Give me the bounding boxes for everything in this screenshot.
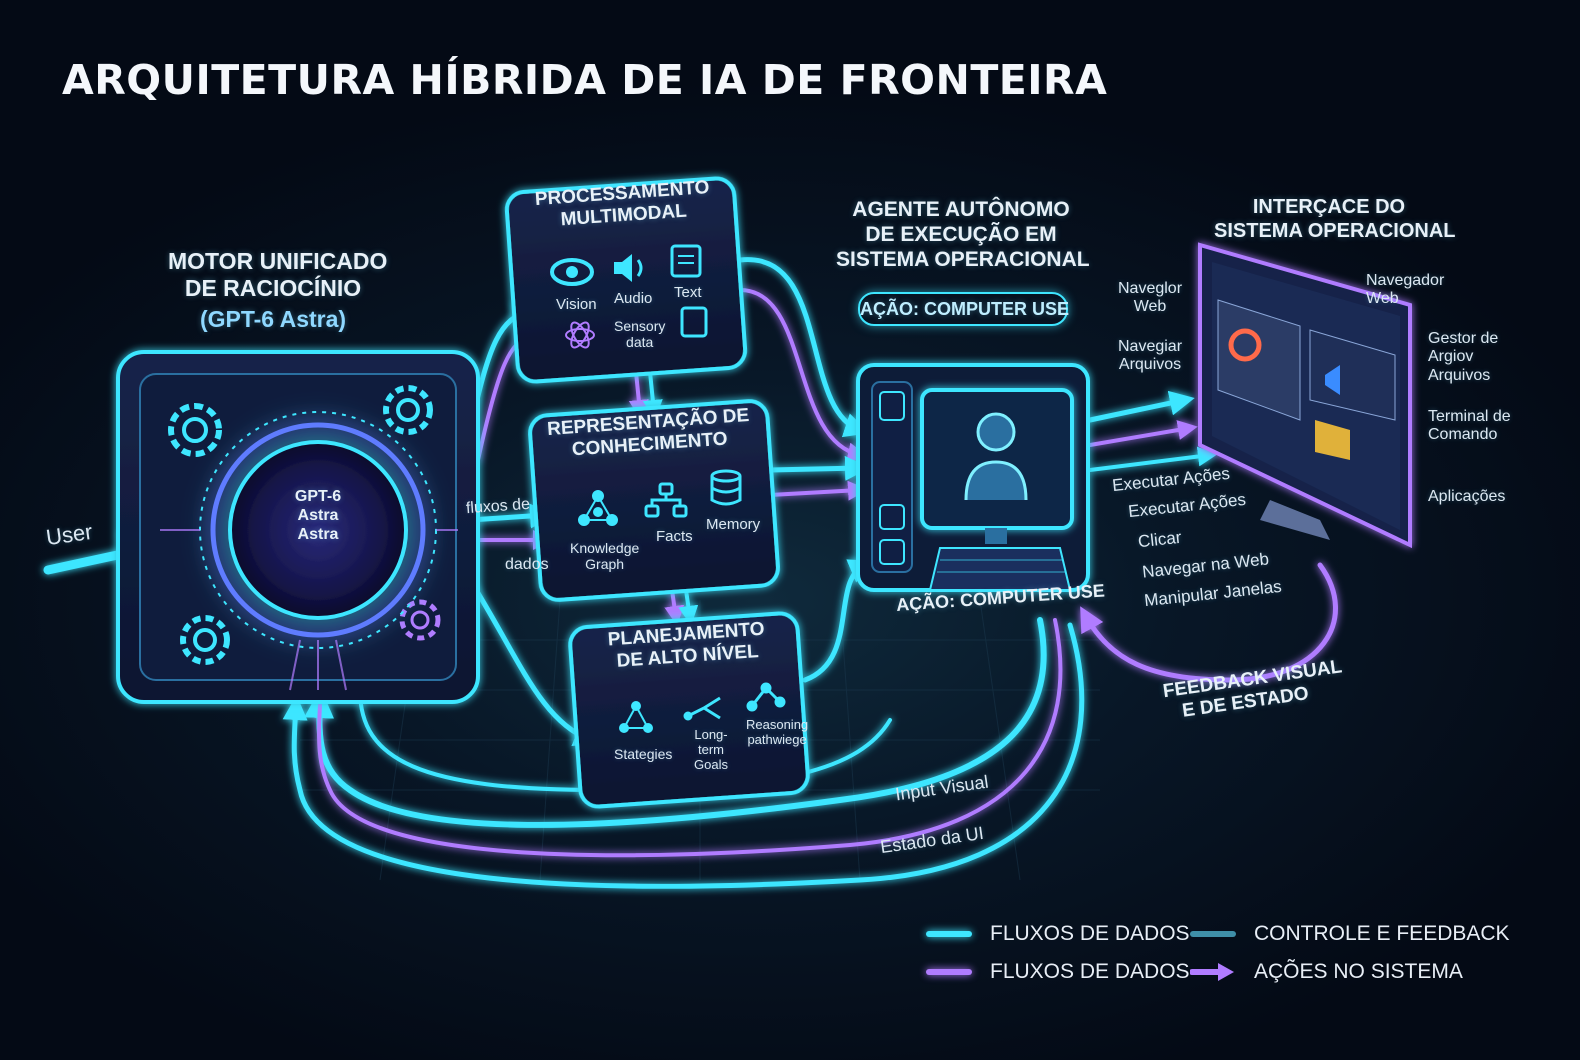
tree-icon	[644, 482, 688, 518]
flow-engine-to-planning	[467, 577, 600, 747]
multimodal-item-sensory: Sensory data	[614, 318, 666, 351]
legend-label: FLUXOS DE DADOS	[990, 922, 1190, 945]
flow-knowledge-to-agent-violet	[768, 480, 868, 501]
os-label-right: Navegador Web	[1366, 272, 1445, 308]
page-title: ARQUITETURA HÍBRIDA DE IA DE FRONTEIRA	[62, 56, 1108, 104]
os-label-right: Terminal de Comando	[1428, 408, 1511, 444]
gear-icon	[180, 615, 230, 665]
flow-knowledge-to-planning-2	[678, 588, 699, 626]
engine-core-label: GPT-6 Astra Astra	[294, 488, 342, 543]
legend-item: FLUXOS DE DADOS	[926, 922, 1190, 946]
flow-multimodal-to-agent-violet	[738, 288, 868, 463]
os-label-left: Navegiar Arquivos	[1118, 338, 1183, 374]
flow-engine-to-knowledge	[467, 503, 555, 529]
agent-badge: AÇÃO: COMPUTER USE	[858, 292, 1069, 326]
os-title: INTERÇACE DO SISTEMA OPERACIONAL	[1214, 196, 1456, 242]
atom-icon	[565, 321, 595, 349]
database-icon	[710, 469, 742, 506]
flow-multimodal-to-knowledge	[628, 370, 649, 420]
knowledge-panel	[528, 399, 780, 602]
planning-item-strategies: Stategies	[614, 746, 673, 762]
text-document-icon	[670, 244, 702, 278]
legend-item: AÇÕES NO SISTEMA	[1190, 960, 1463, 984]
legend-swatch	[926, 931, 972, 937]
flow-planning-to-agent	[802, 559, 875, 683]
flow-knowledge-to-agent	[767, 455, 870, 481]
feedback-loop-input-visual	[304, 617, 1047, 828]
legend-label: CONTROLE E FEEDBACK	[1254, 922, 1510, 945]
planning-item-goals: Long- term Goals	[694, 727, 728, 772]
multimodal-item-text: Text	[674, 284, 702, 301]
engine-title: MOTOR UNIFICADO DE RACIOCÍNIO	[168, 248, 388, 302]
sensor-document-icon	[680, 306, 708, 338]
os-label-right: Aplicações	[1428, 488, 1506, 505]
flow-label-bottom: dados	[505, 556, 549, 573]
feedback-loop-violet	[317, 618, 1063, 858]
flow-multimodal-to-knowledge-2	[642, 370, 663, 420]
agent-computer	[856, 363, 1090, 592]
os-monitor	[1198, 242, 1412, 549]
legend-label: AÇÕES NO SISTEMA	[1254, 960, 1463, 983]
gear-icon	[399, 599, 441, 641]
legend-swatch	[1190, 931, 1236, 937]
knowledge-item-memory: Memory	[706, 516, 761, 533]
flow-knowledge-to-planning	[664, 588, 685, 626]
gear-icon	[383, 385, 433, 435]
planning-panel	[568, 611, 810, 809]
legend-item: CONTROLE E FEEDBACK	[1190, 922, 1510, 946]
path-nodes-icon	[746, 682, 786, 712]
network-graph-icon	[578, 490, 618, 526]
multimodal-item-audio: Audio	[614, 290, 653, 307]
engine-panel	[116, 350, 480, 704]
multimodal-item-vision: Vision	[556, 296, 597, 313]
legend-swatch	[926, 969, 972, 975]
user-avatar-icon	[964, 412, 1028, 501]
branch-arrows-icon	[683, 696, 721, 721]
os-label-left: Naveglor Web	[1118, 280, 1183, 316]
flow-agent-to-os-1	[1087, 390, 1195, 423]
eye-icon	[550, 258, 594, 286]
gear-icon	[168, 403, 222, 457]
os-label-right: Gestor de Argiov Arquivos	[1428, 330, 1499, 384]
flow-agent-to-os-3	[1088, 446, 1218, 472]
flow-multimodal-to-agent	[737, 257, 870, 438]
knowledge-item-graph: Knowledge Graph	[570, 540, 640, 573]
engine-subtitle: (GPT-6 Astra)	[199, 306, 347, 332]
knowledge-item-facts: Facts	[656, 528, 693, 545]
flow-agent-to-os-2	[1088, 420, 1198, 447]
core-ring	[199, 411, 437, 649]
feedback-os-to-agent	[1080, 562, 1338, 683]
speaker-icon	[614, 254, 643, 282]
agent-title: AGENTE AUTÔNOMO DE EXECUÇÃO EM SISTEMA O…	[836, 198, 1090, 271]
arrow-right-icon	[1190, 963, 1234, 981]
legend-label: FLUXOS DE DADOS	[990, 960, 1190, 983]
planning-item-reasoning: Reasoning pathwiege	[746, 717, 809, 747]
multimodal-panel	[504, 176, 748, 384]
legend-item: FLUXOS DE DADOS	[926, 960, 1190, 984]
feedback-loop-estado-ui	[282, 622, 1085, 889]
